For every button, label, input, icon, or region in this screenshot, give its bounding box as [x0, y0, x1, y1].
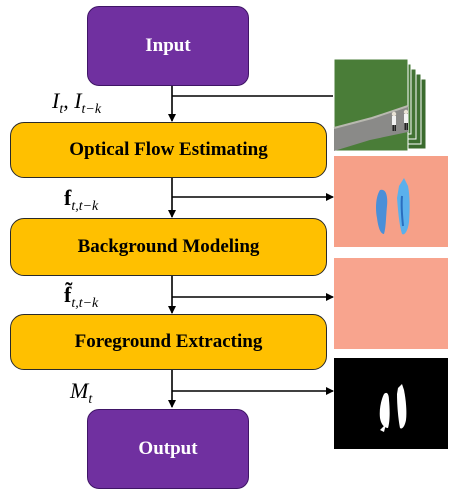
input-frames-stack [333, 58, 427, 152]
background-modeling-node: Background Modeling [10, 218, 327, 276]
background-modeling-label: Background Modeling [77, 236, 260, 257]
frames-label: It, It−k [52, 88, 102, 117]
background-flow-label: f̃t,t−k [64, 282, 99, 311]
flow-label: ft,t−k [64, 185, 99, 214]
optical-flow-label: Optical Flow Estimating [69, 139, 268, 160]
front-frame [333, 58, 409, 152]
foreground-extracting-label: Foreground Extracting [74, 331, 263, 352]
mask-label: Mt [70, 378, 93, 407]
output-node: Output [87, 409, 249, 489]
background-flow-image [334, 258, 448, 349]
optical-flow-image [334, 156, 448, 247]
input-node: Input [87, 6, 249, 86]
optical-flow-node: Optical Flow Estimating [10, 122, 327, 178]
output-label: Output [138, 438, 198, 459]
foreground-extracting-node: Foreground Extracting [10, 314, 327, 370]
foreground-mask-image [334, 358, 448, 449]
input-label: Input [145, 35, 191, 56]
